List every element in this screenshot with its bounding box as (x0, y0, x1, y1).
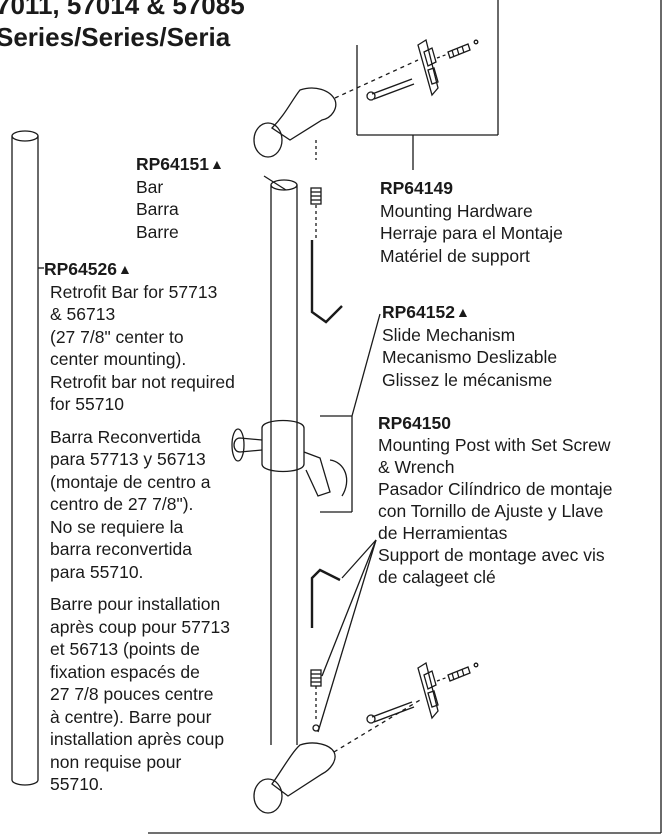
retrofit-fr-line: 27 7/8 pouces centre (50, 684, 214, 704)
retrofit-en-line: (27 7/8" center to (50, 326, 184, 347)
retrofit-en-line: Retrofit bar not required (50, 371, 235, 392)
bar-desc-es: Barra (136, 199, 179, 219)
slide-mechanism-callout-bracket (320, 313, 381, 513)
retrofit-fr-line: fixation espacés de (50, 661, 200, 682)
top-hex-wrench (310, 240, 343, 324)
bar-label-block: RP64151▲ Bar Barra Barre (136, 153, 224, 243)
retrofit-fr-line: et 56713 (points de (50, 639, 200, 659)
retrofit-es-line: centro de 27 7/8"). (50, 494, 194, 514)
bottom-set-screw (310, 669, 322, 720)
slide-mechanism-part-number: RP64152 (382, 302, 455, 322)
retrofit-en-line: center mounting). (50, 349, 187, 369)
retrofit-fr-line: installation après coup (50, 729, 225, 749)
slide-mechanism-label-block: RP64152▲ Slide Mechanism Mecanismo Desli… (382, 301, 557, 391)
mounting-post-part-number: RP64150 (378, 413, 451, 433)
mounting-hardware-callout-bracket (356, 0, 499, 170)
retrofit-bar (11, 130, 39, 786)
mounting-post-desc-line: Mounting Post with Set Screw (378, 435, 611, 455)
mounting-post-desc-line: de calageet clé (378, 567, 496, 587)
top-mounting-hardware (366, 38, 479, 101)
triangle-marker: ▲ (117, 261, 132, 277)
mounting-post-label-block: RP64150 Mounting Post with Set Screw & W… (378, 412, 612, 588)
retrofit-es-line: Barra Reconvertida (50, 426, 201, 447)
triangle-marker: ▲ (455, 304, 470, 320)
mounting-post-desc-line: con Tornillo de Ajuste y Llave (378, 501, 604, 521)
top-wall-mount (253, 59, 419, 160)
top-set-screw (310, 187, 322, 238)
retrofit-es-line: No se requiere la (50, 516, 184, 537)
mounting-hardware-desc-fr: Matériel de support (380, 245, 530, 266)
slide-mechanism-desc-fr: Glissez le mécanisme (382, 369, 553, 390)
mounting-post-desc-line: de Herramientas (378, 523, 508, 543)
mounting-post-leader-lines (317, 539, 377, 733)
mounting-hardware-desc-es: Herraje para el Montaje (380, 223, 563, 243)
retrofit-es-line: (montaje de centro a (50, 471, 211, 492)
bar-desc-fr: Barre (136, 221, 179, 242)
retrofit-es-line: para 57713 y 56713 (50, 449, 206, 469)
slide-mechanism-desc-en: Slide Mechanism (382, 324, 516, 345)
bottom-hex-wrench (310, 568, 341, 628)
retrofit-en-line: Retrofit Bar for 57713 (50, 281, 218, 302)
bar-part-number: RP64151 (136, 154, 209, 174)
bar-leader-line (263, 175, 287, 191)
page-title-line-2: Series/Series/Seria (0, 22, 231, 52)
retrofit-bar-label-block: RP64526▲ Retrofit Bar for 57713 & 56713 … (44, 258, 235, 796)
retrofit-bar-part-number: RP64526 (44, 259, 117, 279)
retrofit-fr-line: après coup pour 57713 (50, 616, 230, 637)
slide-mechanism-desc-es: Mecanismo Deslizable (382, 347, 558, 367)
page-title-line-1: 7011, 57014 & 57085 (0, 0, 245, 20)
retrofit-fr-line: à centre). Barre pour (50, 706, 212, 727)
retrofit-fr-line: Barre pour installation (50, 594, 221, 614)
bottom-wall-mount (253, 699, 421, 814)
retrofit-es-line: barra reconvertida (50, 539, 193, 559)
mounting-post-desc-line: Support de montage avec vis (378, 545, 605, 565)
retrofit-es-line: para 55710. (50, 561, 144, 582)
slide-mechanism (231, 419, 348, 497)
retrofit-en-line: for 55710 (50, 394, 124, 414)
retrofit-fr-line: 55710. (50, 774, 104, 794)
bar-desc-en: Bar (136, 176, 164, 197)
mounting-hardware-desc-en: Mounting Hardware (380, 200, 533, 221)
bottom-mounting-hardware (366, 661, 479, 724)
mounting-post-desc-line: & Wrench (378, 457, 455, 477)
triangle-marker: ▲ (209, 156, 224, 172)
retrofit-en-line: & 56713 (50, 304, 116, 324)
retrofit-fr-line: non requise pour (50, 751, 182, 772)
main-slide-bar (270, 179, 298, 745)
mounting-post-desc-line: Pasador Cilíndrico de montaje (378, 479, 613, 499)
mounting-hardware-label-block: RP64149 Mounting Hardware Herraje para e… (380, 177, 563, 267)
mounting-hardware-part-number: RP64149 (380, 178, 453, 198)
